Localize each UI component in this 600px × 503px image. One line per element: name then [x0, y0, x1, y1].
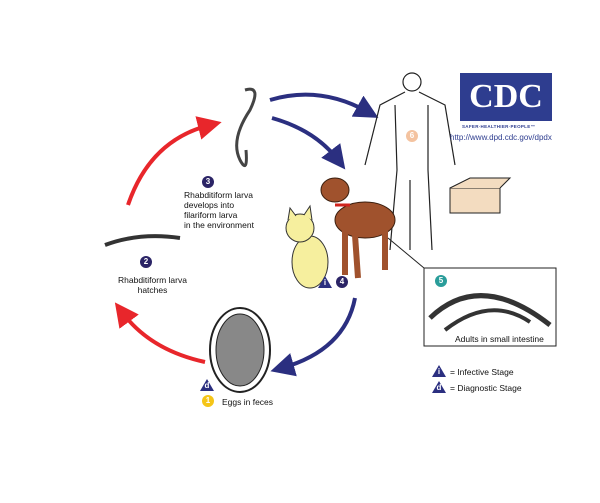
stage-5-badge: 5 [435, 275, 447, 287]
label-line: Rhabditiform larva [184, 190, 253, 200]
arrow-3-to-animals [271, 116, 346, 170]
stage-2-label: Rhabditiform larva hatches [118, 275, 187, 295]
source-url[interactable]: http://www.dpd.cdc.gov/dpdx [450, 133, 552, 142]
rhabditiform-larva [104, 234, 181, 247]
filariform-larva [235, 87, 257, 168]
stage-1-badge: 1 [202, 395, 214, 407]
legend-diagnostic-icon: d [432, 381, 446, 393]
dog-figure [320, 177, 396, 279]
arrow-2-to-3 [126, 116, 222, 206]
stage-5-label: Adults in small intestine [455, 334, 544, 344]
cat-figure [285, 204, 329, 289]
legend-infective-label: = Infective Stage [450, 367, 514, 377]
stage-1-label: Eggs in feces [222, 397, 274, 407]
adult-worm-2 [443, 308, 532, 332]
label-line: Rhabditiform larva [118, 275, 187, 285]
skin-block [449, 177, 512, 214]
diagnostic-stage-icon: d [200, 379, 214, 391]
label-line: filariform larva [184, 210, 238, 220]
stage-3-label: Rhabditiform larva develops into filarif… [184, 190, 254, 230]
label-line: hatches [137, 285, 168, 295]
stage-3-badge: 3 [202, 176, 214, 188]
label-line: in the environment [184, 220, 254, 230]
label-line: develops into [184, 200, 235, 210]
stage-2-badge: 2 [140, 256, 152, 268]
infective-stage-icon: i [318, 276, 332, 288]
human-figure [364, 72, 456, 251]
adult-worm-1 [428, 293, 552, 327]
cdc-logo: CDC [460, 73, 552, 121]
legend-infective-icon: i [432, 365, 446, 377]
legend-diagnostic-label: = Diagnostic Stage [450, 383, 522, 393]
callout-line [387, 237, 425, 269]
stage-4-badge: 4 [336, 276, 348, 288]
arrow-4-to-1 [270, 297, 357, 377]
arrow-3-to-human [269, 92, 379, 118]
arrow-1-to-2 [114, 302, 206, 364]
cdc-tagline: SAFER·HEALTHIER·PEOPLE™ [462, 124, 536, 129]
stage-6-badge: 6 [406, 130, 418, 142]
